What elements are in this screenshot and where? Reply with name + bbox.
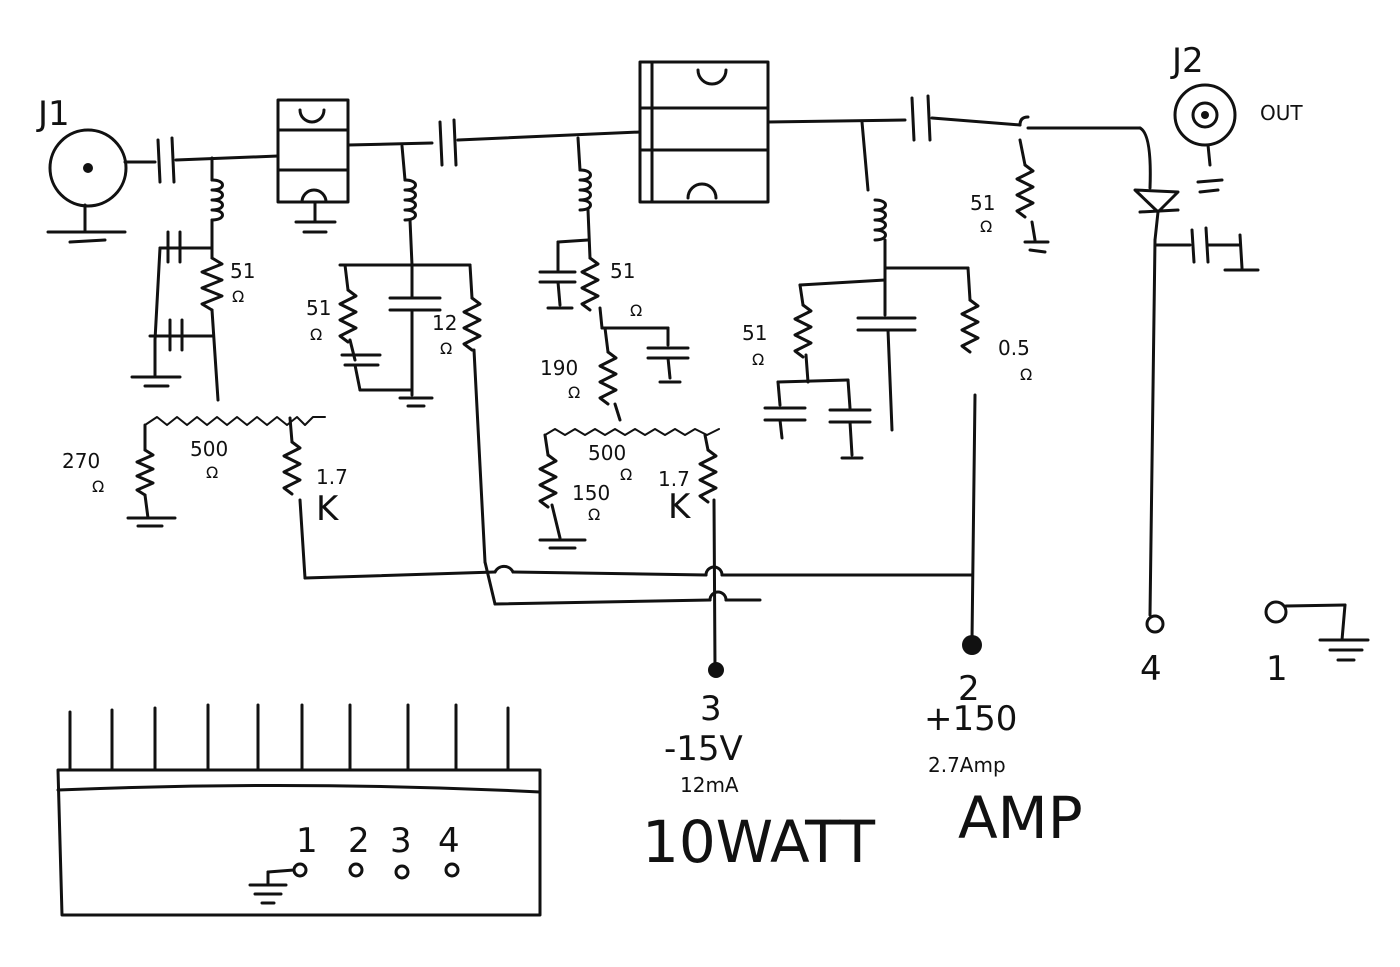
r8-unit: Ω [980,217,992,236]
resistor-190: 190 Ω [540,326,622,422]
r3-unit: Ω [440,339,452,358]
j1-label: J1 [36,94,70,134]
r8-value: 51 [970,191,995,215]
pot1-value: 500 [190,437,228,461]
stage1-bypass-caps [340,263,442,408]
terminal-3-number: 3 [700,689,722,729]
pot1-unit: Ω [206,463,218,482]
r2-unit: Ω [310,325,322,344]
r-bias1-unit: Ω [92,477,104,496]
input-choke [210,156,224,260]
r-k1-value: 1.7 [316,465,348,489]
title-part1: 10WATT [642,808,876,876]
terminal-2-current: 2.7Amp [928,753,1006,777]
j2-label: J2 [1170,41,1204,81]
output-choke [860,120,970,270]
terminal-1-number: 1 [1266,649,1288,689]
output-connector-j2: J2 OUT [1170,41,1303,194]
module-pin-label-1: 1 [296,821,318,861]
stage1-choke [338,144,472,267]
j2-out-label: OUT [1260,101,1303,125]
resistor-12: 12 Ω [432,263,487,564]
module-package: 1 2 3 4 [56,703,542,917]
input-decoupling-caps [130,230,214,388]
r-k2-value: 1.7 [658,467,690,491]
stage1-transistor [276,98,350,234]
r-bias2-unit: Ω [588,505,600,524]
r4-unit: Ω [630,301,642,320]
coupling-capacitor-1 [156,136,176,184]
r1-unit: Ω [232,287,244,306]
title-part2: AMP [958,784,1083,852]
r5-unit: Ω [568,383,580,402]
output-bypass-caps [763,266,917,460]
terminal-2-number: 2 [958,669,980,709]
r-k1-unit: K [316,489,340,529]
terminal-2-voltage: +150 [924,699,1017,739]
resistor-51-a: 51 Ω [200,256,255,402]
r4-value: 51 [610,259,635,283]
r6-value: 51 [742,321,767,345]
r7-unit: Ω [1020,365,1032,384]
r-bias2-value: 150 [572,481,610,505]
r-bias1-value: 270 [62,449,100,473]
coupling-capacitor-2 [438,118,458,167]
r5-value: 190 [540,356,578,380]
terminal-2: 2 +150 2.7Amp [924,635,1017,777]
module-pin-3 [394,864,410,880]
terminal-3-current: 12mA [680,773,739,797]
r2-value: 51 [306,296,331,320]
r1-value: 51 [230,259,255,283]
terminal-3-voltage: -15V [664,729,743,769]
stage2-transistor [638,60,770,204]
terminal-4-number: 4 [1140,649,1162,689]
module-pin-label-2: 2 [348,821,370,861]
input-connector-j1: J1 [36,94,128,244]
bias-network-1: 270 Ω 500 Ω 1.7 K [62,416,348,580]
bias-network-2: 500 Ω 150 Ω 1.7 K [538,428,720,670]
module-pin-2 [348,862,364,878]
supply-bus [303,560,974,606]
terminal-3: 3 -15V 12mA [664,662,743,797]
terminal-1: 1 [1264,600,1370,689]
module-pin-4 [444,862,460,878]
coupling-capacitor-3 [910,94,932,142]
stage2-bypass-cap [646,326,690,384]
terminal-4: 4 [1140,614,1165,689]
stage2-choke [576,136,592,260]
resistor-51-d: 51 Ω [742,278,887,384]
resistor-51-c: 51 Ω [580,256,670,330]
r7-value: 0.5 [998,336,1030,360]
resistor-0.5: 0.5 Ω [960,266,1032,642]
resistor-51-b: 51 Ω [306,263,358,362]
stage2-decoupling-cap [538,238,590,310]
r3-value: 12 [432,311,457,335]
module-pin-label-4: 4 [438,821,460,861]
r-k2-unit: K [668,487,692,527]
pot2-value: 500 [588,441,626,465]
resistor-51-e: 51 Ω [970,115,1050,254]
module-pin-label-3: 3 [390,821,412,861]
r6-unit: Ω [752,350,764,369]
diagram-title: 10WATT AMP [642,784,1083,876]
pot2-unit: Ω [620,465,632,484]
detector-diode [1026,126,1260,617]
module-pin-1 [292,862,308,878]
